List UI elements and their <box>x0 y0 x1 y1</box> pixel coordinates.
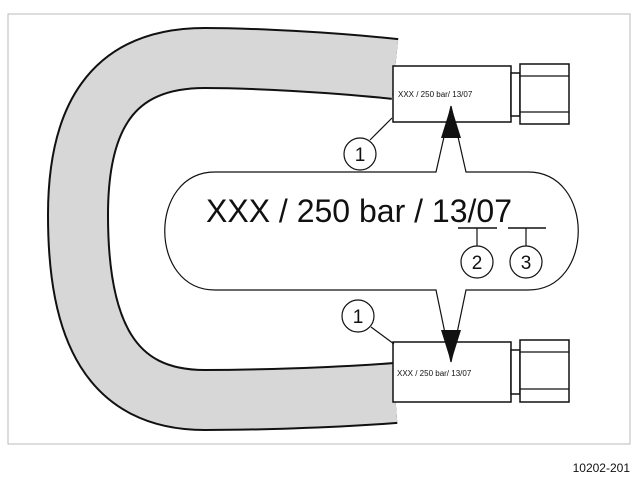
svg-text:1: 1 <box>355 145 366 166</box>
magnified-label-slash: / <box>468 193 477 229</box>
svg-text:2: 2 <box>472 253 483 274</box>
top-pointer-tip <box>441 106 461 138</box>
top-fitting: XXX / 250 bar/ 13/07 <box>392 63 570 125</box>
hose-body <box>48 28 399 430</box>
magnified-label-month: 13 <box>432 193 468 229</box>
svg-text:3: 3 <box>521 253 532 274</box>
magnified-label-prefix: XXX / 250 bar / <box>206 193 432 229</box>
bottom-fitting: XXX / 250 bar/ 13/07 <box>392 339 570 403</box>
top-nut <box>519 63 570 125</box>
callout-1-top: 1 <box>343 117 393 171</box>
top-hose-label: XXX / 250 bar/ 13/07 <box>398 90 473 99</box>
svg-text:1: 1 <box>353 307 364 328</box>
magnified-label-bubble <box>164 105 579 363</box>
magnified-label-year: 07 <box>476 193 512 229</box>
callout-1-bottom: 1 <box>341 299 395 345</box>
magnified-label-text: XXX / 250 bar / 13/07 <box>206 193 512 229</box>
figure-frame <box>7 13 631 445</box>
bottom-neck <box>510 349 521 395</box>
bottom-pointer-tip <box>441 330 461 362</box>
callout-3: 3 <box>509 245 543 279</box>
figure-id: 10202-201 <box>573 461 631 475</box>
top-neck <box>510 72 521 117</box>
callout-2: 2 <box>460 245 494 279</box>
bottom-nut <box>519 339 570 403</box>
bottom-hose-label: XXX / 250 bar/ 13/07 <box>397 369 472 378</box>
